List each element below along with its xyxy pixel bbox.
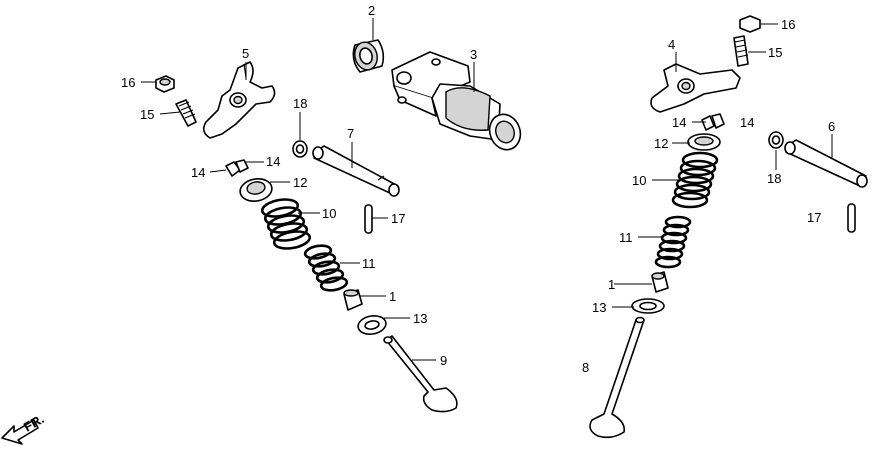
outer-spring-right (671, 151, 719, 209)
dowel-pin-right (847, 203, 856, 233)
callout-11-right: 11 (619, 230, 633, 245)
adjusting-screw-right (733, 35, 749, 67)
callout-2-left: 2 (368, 3, 375, 18)
callout-15-left: 15 (140, 107, 154, 122)
rocker-shaft-right (784, 139, 868, 188)
rocker-arm-right (650, 63, 741, 113)
callout-14a-right: 14 (672, 115, 686, 130)
inner-spring-left (303, 244, 349, 292)
washer-right-18 (768, 131, 784, 149)
callout-5-left: 5 (242, 46, 249, 61)
callout-9-left: 9 (440, 353, 447, 368)
leader-lines (141, 18, 833, 361)
stem-seal-right (651, 271, 669, 293)
callout-14a-left: 14 (266, 154, 280, 169)
callout-17-left: 17 (391, 211, 405, 226)
spring-retainer-left (239, 178, 273, 202)
adjusting-nut-right (739, 15, 761, 33)
callout-11-left: 11 (362, 256, 376, 271)
camshaft-bearing (352, 39, 385, 73)
stem-seal-left (343, 289, 363, 311)
inner-spring-right (654, 215, 692, 269)
callout-18-right: 18 (767, 171, 781, 186)
callout-16-right: 16 (781, 17, 795, 32)
rocker-shaft-left (312, 145, 400, 197)
callout-1-right: 1 (608, 277, 615, 292)
spring-seat-right (631, 298, 665, 314)
dowel-pin-left (364, 204, 373, 234)
callout-1-left: 1 (389, 289, 396, 304)
spring-seat-left (357, 315, 387, 335)
callout-7-left: 7 (347, 126, 354, 141)
callout-16-left: 16 (121, 75, 135, 90)
cotters-right (701, 113, 725, 131)
adjusting-nut-left (155, 75, 175, 93)
callout-13-right: 13 (592, 300, 606, 315)
washer-left-18 (292, 140, 308, 158)
callout-12-right: 12 (654, 136, 668, 151)
adjusting-screw-left (175, 99, 197, 127)
front-direction-arrow: FR. (1, 411, 47, 445)
callout-14b-right: 14 (740, 115, 754, 130)
callout-8-right: 8 (582, 360, 589, 375)
callout-labels: 2 3 5 16 15 18 7 14 14 12 10 17 11 1 13 … (121, 3, 835, 375)
callout-3-left: 3 (470, 47, 477, 62)
callout-15-right: 15 (768, 45, 782, 60)
valve-left (383, 335, 458, 413)
callout-17-right: 17 (807, 210, 821, 225)
callout-6-right: 6 (828, 119, 835, 134)
callout-13-left: 13 (413, 311, 427, 326)
callout-14b-left: 14 (191, 165, 205, 180)
valve-right (589, 316, 645, 439)
rocker-arm-left (202, 61, 276, 139)
cotters-left (225, 159, 249, 177)
callout-4-right: 4 (668, 37, 675, 52)
callout-12-left: 12 (293, 175, 307, 190)
callout-18-left: 18 (293, 96, 307, 111)
camshaft (391, 51, 522, 151)
callout-10-left: 10 (322, 206, 336, 221)
outer-spring-left (260, 198, 312, 250)
spring-retainer-right (687, 133, 721, 151)
callout-10-right: 10 (632, 173, 646, 188)
